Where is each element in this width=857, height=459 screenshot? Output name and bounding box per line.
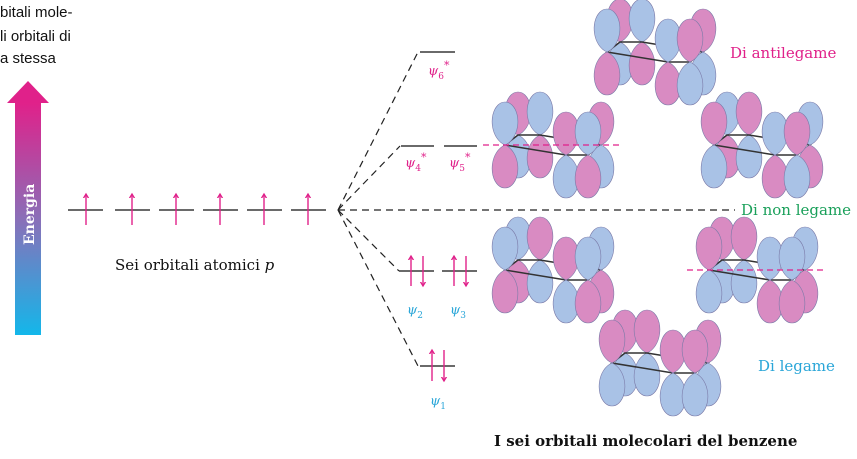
p-lobe-top bbox=[491, 226, 519, 271]
p-lobe-bottom bbox=[681, 372, 709, 417]
p-lobe-top bbox=[598, 319, 626, 364]
mo-labels: ψ6* ψ4* ψ5* ψ2 ψ3 ψ1 bbox=[405, 59, 471, 412]
p-lobe-top bbox=[735, 91, 763, 136]
p-lobe-top bbox=[526, 216, 554, 261]
energy-arrow-head bbox=[7, 81, 49, 103]
p-lobe-top bbox=[676, 18, 704, 63]
p-lobe-top bbox=[695, 226, 723, 271]
p-lobe-top bbox=[778, 236, 806, 281]
p-lobe-bottom bbox=[735, 134, 763, 179]
correlation-lines bbox=[337, 51, 735, 367]
benzene-orbital bbox=[593, 0, 717, 106]
p-lobe-top bbox=[574, 236, 602, 281]
p-lobe-bottom bbox=[574, 279, 602, 324]
p-lobe-bottom bbox=[700, 144, 728, 189]
mo-electrons bbox=[411, 256, 466, 381]
p-lobe-bottom bbox=[526, 134, 554, 179]
p-lobe-top bbox=[633, 309, 661, 354]
intro-text: bitali mole- li orbitali di a stessa bbox=[0, 4, 73, 67]
energy-label: Energia bbox=[22, 184, 38, 245]
benzene-orbital-drawings bbox=[483, 0, 827, 417]
p-lobe-top bbox=[593, 8, 621, 53]
benzene-orbital bbox=[483, 91, 623, 199]
category-labels: Di antilegame Di non legame Di legame bbox=[730, 44, 851, 375]
p-lobe-bottom bbox=[491, 269, 519, 314]
atomic-orbitals-label: Sei orbitali atomici p bbox=[115, 256, 275, 274]
psi3-label: ψ3 bbox=[450, 303, 466, 321]
benzene-orbital bbox=[491, 216, 615, 324]
p-lobe-bottom bbox=[526, 259, 554, 304]
p-lobe-bottom bbox=[574, 154, 602, 199]
p-lobe-top bbox=[783, 111, 811, 156]
caption: I sei orbitali molecolari del benzene bbox=[494, 432, 797, 450]
mo-levels bbox=[399, 51, 477, 367]
p-lobe-bottom bbox=[676, 61, 704, 106]
psi5-label: ψ5* bbox=[449, 151, 471, 174]
psi4-label: ψ4* bbox=[405, 151, 427, 174]
psi1-label: ψ1 bbox=[430, 394, 446, 412]
p-lobe-bottom bbox=[730, 259, 758, 304]
p-lobe-bottom bbox=[778, 279, 806, 324]
energy-arrow: Energia bbox=[7, 81, 49, 335]
p-lobe-bottom bbox=[593, 51, 621, 96]
p-lobe-top bbox=[681, 329, 709, 374]
p-lobe-bottom bbox=[633, 352, 661, 397]
bonding-label: Di legame bbox=[758, 357, 835, 375]
atomic-electrons bbox=[86, 194, 308, 225]
p-lobe-top bbox=[730, 216, 758, 261]
psi2-label: ψ2 bbox=[407, 303, 423, 321]
p-lobe-bottom bbox=[628, 41, 656, 86]
benzene-orbital bbox=[598, 309, 722, 417]
nonbonding-label: Di non legame bbox=[741, 201, 851, 219]
benzene-orbital bbox=[700, 91, 824, 199]
benzene-orbital bbox=[687, 216, 827, 324]
psi6-label: ψ6* bbox=[428, 59, 450, 82]
p-lobe-bottom bbox=[491, 144, 519, 189]
p-lobe-top bbox=[574, 111, 602, 156]
p-lobe-top bbox=[526, 91, 554, 136]
intro-line-3: a stessa bbox=[0, 50, 57, 67]
p-lobe-bottom bbox=[598, 362, 626, 407]
energy-arrow-shaft bbox=[15, 103, 41, 335]
intro-line-2: li orbitali di bbox=[0, 28, 71, 45]
p-lobe-bottom bbox=[695, 269, 723, 314]
p-lobe-top bbox=[700, 101, 728, 146]
p-lobe-top bbox=[491, 101, 519, 146]
intro-line-1: bitali mole- bbox=[0, 4, 73, 21]
p-lobe-bottom bbox=[783, 154, 811, 199]
antibonding-label: Di antilegame bbox=[730, 44, 836, 62]
p-lobe-top bbox=[628, 0, 656, 43]
